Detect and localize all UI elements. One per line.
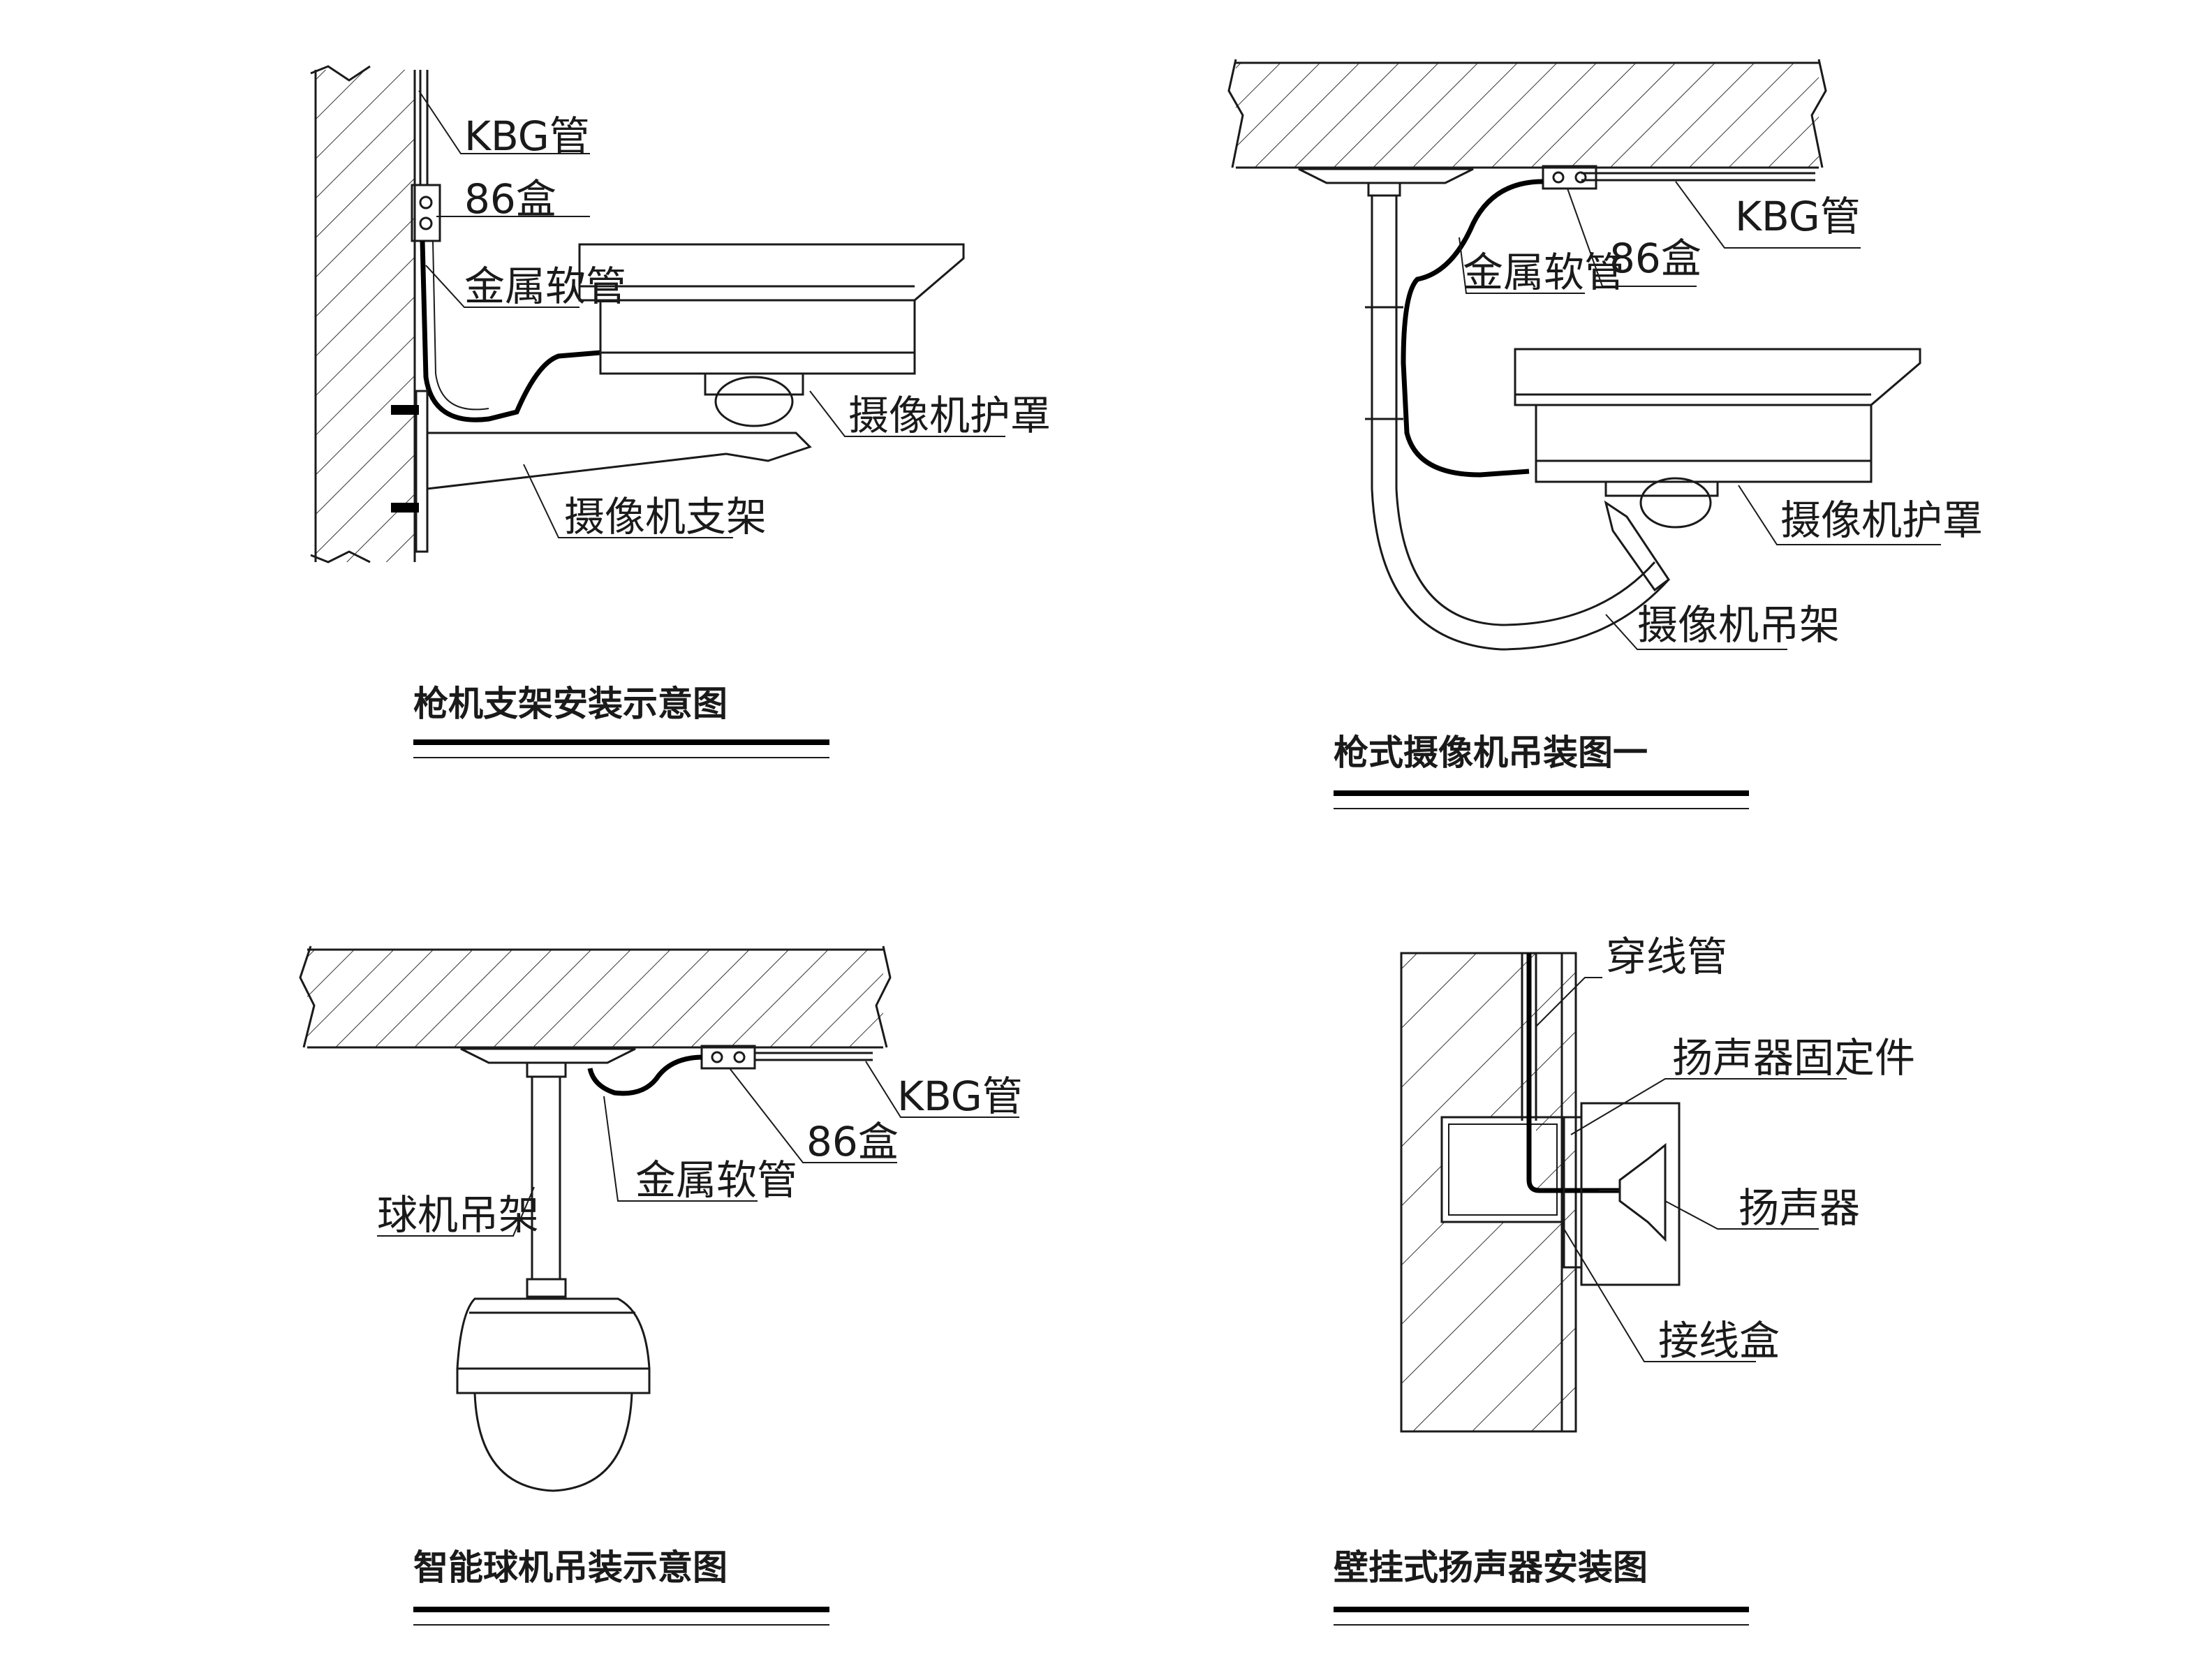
label-metal-hose: 金属软管 bbox=[635, 1156, 797, 1204]
junction-box-inner bbox=[1448, 1123, 1558, 1216]
label-metal-hose: 金属软管 bbox=[1463, 249, 1625, 296]
leader-kbg bbox=[418, 90, 590, 154]
label-86-box: 86盒 bbox=[806, 1118, 899, 1165]
box-screw bbox=[711, 1051, 723, 1063]
ceiling-hatch bbox=[1236, 63, 1819, 168]
panel-title: 壁挂式扬声器安装图 bbox=[1334, 1547, 1648, 1588]
pole-collar bbox=[526, 1278, 567, 1298]
label-camera-housing: 摄像机护罩 bbox=[1780, 496, 1983, 544]
ceiling-break bbox=[1227, 59, 1244, 168]
speaker-cone bbox=[1618, 1142, 1667, 1242]
leader-kbg bbox=[1675, 181, 1861, 249]
label-camera-housing: 摄像机护罩 bbox=[848, 392, 1051, 439]
leader-housing bbox=[1738, 485, 1941, 545]
dome-hanger-pole bbox=[531, 1075, 561, 1281]
leader-kbg bbox=[865, 1061, 1019, 1118]
label-dome-hanger: 球机吊架 bbox=[377, 1191, 539, 1239]
metal-hose bbox=[587, 1054, 702, 1096]
leader-speaker bbox=[1664, 1200, 1819, 1230]
panel-title: 智能球机吊装示意图 bbox=[413, 1547, 728, 1588]
hanger-bracket bbox=[1604, 500, 1671, 592]
hanger-pipe bbox=[1371, 196, 1670, 651]
anchor-bolt bbox=[391, 405, 419, 415]
panel-bullet-hanging: KBG管 86盒 金属软管 摄像机护罩 摄像机吊架 枪式摄像机吊装图一 bbox=[1227, 59, 1983, 809]
ceiling-break bbox=[299, 945, 316, 1048]
ceiling-mount-plate bbox=[1298, 168, 1474, 184]
speaker-fixing-plate bbox=[1563, 1116, 1583, 1269]
camera-mount-ball bbox=[1639, 477, 1712, 529]
mount-collar bbox=[1367, 182, 1401, 197]
junction-box-86 bbox=[700, 1045, 756, 1070]
metal-hose-edge bbox=[432, 240, 489, 411]
panel-title: 枪机支架安装示意图 bbox=[413, 684, 728, 724]
box-cavity bbox=[1442, 1117, 1536, 1222]
label-kbg-pipe: KBG管 bbox=[1735, 193, 1861, 240]
box-screw bbox=[1574, 171, 1587, 184]
panel-wall-speaker: 穿线管 扬声器固定件 扬声器 接线盒 壁挂式扬声器安装图 bbox=[1334, 933, 1915, 1626]
wall-hatch bbox=[316, 70, 415, 562]
ceiling-hatch bbox=[307, 950, 883, 1047]
bracket-plate bbox=[415, 390, 429, 553]
label-86-box: 86盒 bbox=[464, 175, 556, 223]
label-metal-hose: 金属软管 bbox=[464, 263, 626, 310]
leader-hose bbox=[425, 265, 579, 308]
bracket-arm bbox=[426, 432, 812, 490]
hanger-pipe-inner bbox=[1395, 196, 1656, 626]
camera-mount-base bbox=[1604, 480, 1719, 497]
dome-lens-cover bbox=[473, 1392, 633, 1492]
leader-hose bbox=[603, 1096, 758, 1202]
ceiling-break bbox=[1810, 59, 1827, 168]
mount-collar bbox=[526, 1061, 567, 1078]
metal-hose bbox=[1401, 179, 1544, 478]
box-screw bbox=[733, 1051, 746, 1063]
leader-housing bbox=[809, 390, 1005, 437]
panel-dome-hanging: KBG管 86盒 金属软管 球机吊架 智能球机吊装示意图 bbox=[299, 945, 1023, 1626]
camera-housing bbox=[1514, 348, 1921, 483]
junction-box-86 bbox=[1542, 165, 1597, 190]
leader-hose bbox=[1459, 237, 1585, 294]
box-screw bbox=[419, 196, 433, 209]
label-kbg-pipe: KBG管 bbox=[897, 1073, 1023, 1120]
label-junction-box: 接线盒 bbox=[1658, 1317, 1780, 1364]
ceiling-mount-plate bbox=[460, 1047, 636, 1064]
dome-camera-body bbox=[456, 1297, 651, 1394]
leader-bracket bbox=[1570, 1078, 1847, 1135]
ceiling-break bbox=[875, 945, 892, 1048]
label-camera-bracket: 摄像机支架 bbox=[564, 493, 767, 540]
leader-conduit bbox=[1535, 977, 1602, 1027]
panel-bullet-bracket: KBG管 86盒 金属软管 摄像机护罩 摄像机支架 枪机支架安装示意图 bbox=[310, 65, 1051, 758]
speaker-cable bbox=[1526, 953, 1620, 1193]
leader-junction-box bbox=[1563, 1228, 1756, 1362]
leader-hanger bbox=[1605, 614, 1787, 650]
wall-break bbox=[310, 65, 371, 82]
label-kbg-pipe: KBG管 bbox=[464, 112, 590, 160]
label-86-box: 86盒 bbox=[1609, 235, 1701, 282]
box-screw bbox=[419, 216, 433, 230]
box-screw bbox=[1552, 171, 1565, 184]
label-speaker-bracket: 扬声器固定件 bbox=[1672, 1034, 1915, 1082]
leader-86 bbox=[729, 1068, 897, 1163]
junction-box-86 bbox=[411, 184, 441, 242]
leader-86 bbox=[1567, 188, 1697, 287]
leader-bracket bbox=[523, 464, 733, 538]
label-speaker: 扬声器 bbox=[1738, 1184, 1860, 1232]
label-conduit: 穿线管 bbox=[1606, 933, 1727, 980]
label-camera-hanger: 摄像机吊架 bbox=[1637, 601, 1840, 649]
camera-housing bbox=[578, 243, 965, 375]
panel-title: 枪式摄像机吊装图一 bbox=[1334, 732, 1648, 773]
leader-hanger bbox=[377, 1186, 535, 1237]
wall-break-bottom bbox=[310, 550, 371, 563]
anchor-bolt bbox=[391, 503, 419, 513]
metal-hose bbox=[420, 240, 601, 422]
camera-mount-ball bbox=[714, 376, 794, 427]
